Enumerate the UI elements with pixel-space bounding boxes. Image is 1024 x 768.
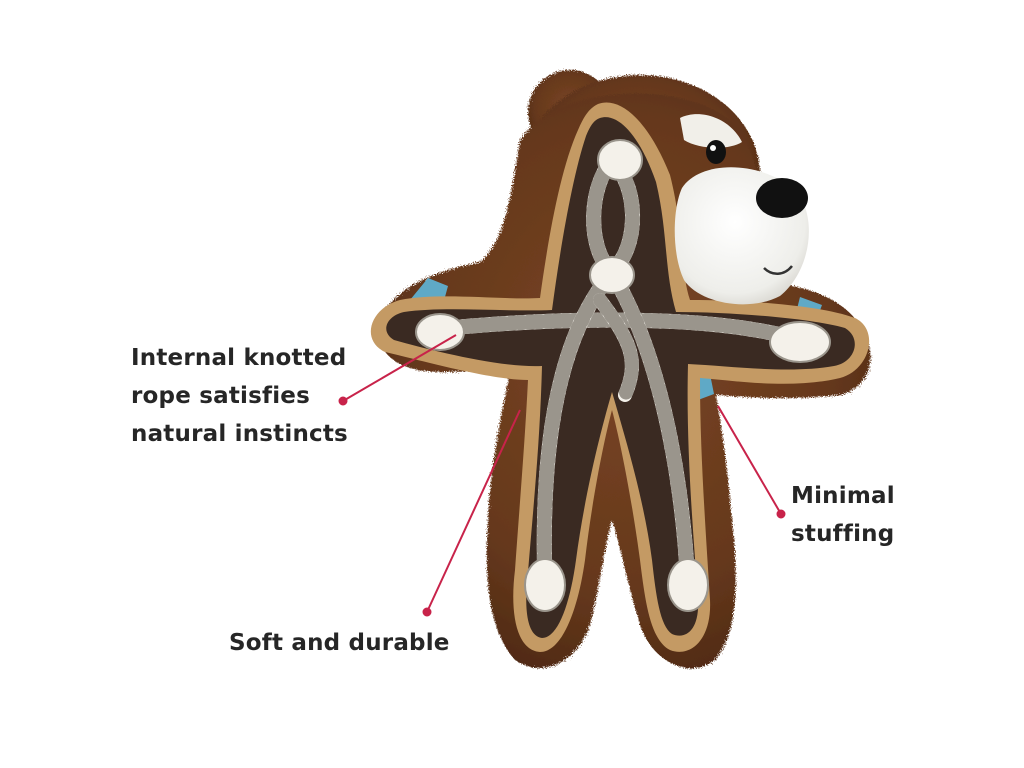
callout-rope-line-1: Internal knotted: [131, 345, 347, 371]
inner-panel: [386, 117, 855, 638]
leader-lines: [338, 334, 786, 617]
callout-stuffing-line-2: stuffing: [791, 521, 895, 547]
bear-face: [674, 114, 809, 305]
callout-stuffing-line-1: Minimal: [791, 483, 895, 509]
callout-rope-line-2: rope satisfies: [131, 383, 310, 409]
rope-knots: [415, 139, 831, 612]
callout-soft-line-1: Soft and durable: [229, 630, 450, 656]
bear-eye-icon: [706, 140, 726, 164]
bear-nose-icon: [756, 178, 808, 218]
callout-soft: Soft and durable: [229, 624, 450, 662]
callout-rope: Internal knotted rope satisfies natural …: [131, 339, 348, 453]
callout-rope-line-3: natural instincts: [131, 421, 348, 447]
callout-stuffing: Minimal stuffing: [791, 477, 895, 553]
